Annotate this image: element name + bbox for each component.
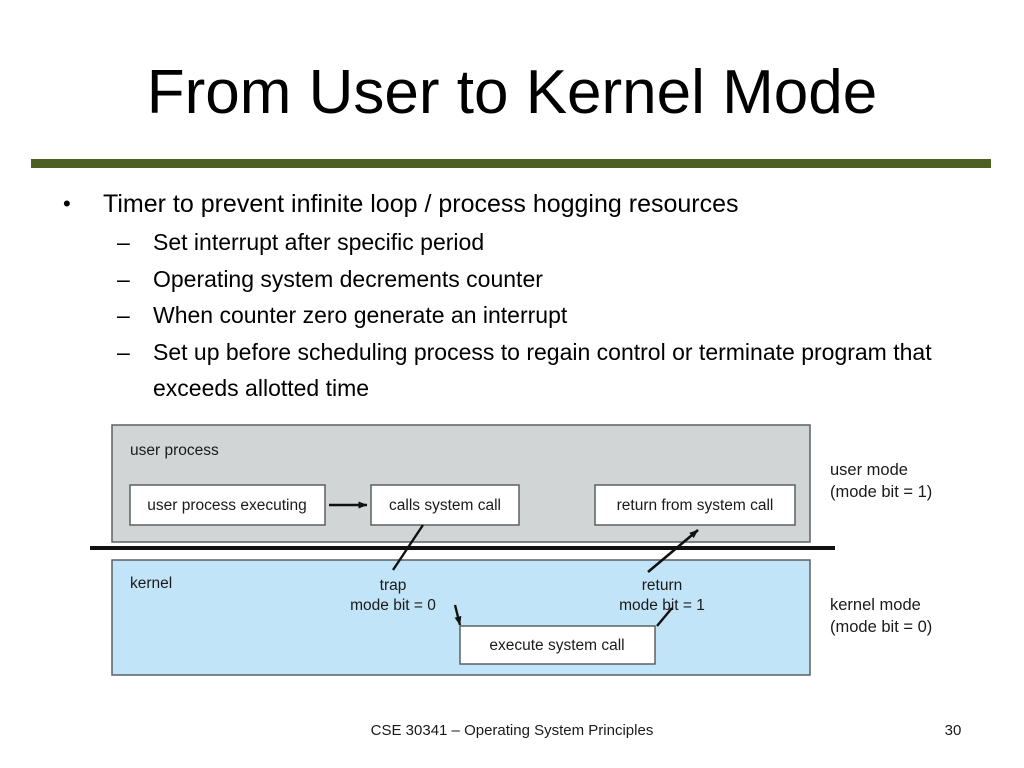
bullet-level2-item: – Set interrupt after specific period (55, 224, 1000, 261)
kernel-band-label: kernel (130, 575, 172, 592)
arrow-trap-to-execute (453, 604, 462, 626)
bullet-level1: • Timer to prevent infinite loop / proce… (55, 186, 1000, 222)
box-calls-system-call (370, 484, 520, 526)
bullet-marker-dash: – (117, 229, 130, 255)
bullet-level2-item: – Set up before scheduling process to re… (55, 334, 1000, 407)
bullet-level1-text: Timer to prevent infinite loop / process… (103, 190, 739, 218)
bullet-marker-dot: • (63, 191, 71, 216)
arrow-return-to-user (647, 529, 699, 573)
footer-page-number: 30 (944, 722, 962, 739)
user-kernel-mode-diagram: user process user process executing call… (90, 420, 970, 685)
box-calls-system-call-label: calls system call (389, 497, 501, 514)
kernel-mode-side-label-line2: (mode bit = 0) (830, 618, 932, 636)
box-return-from-system-call (594, 484, 796, 526)
footer-course-label: CSE 30341 – Operating System Principles (370, 722, 654, 739)
box-user-process-executing-label: user process executing (147, 497, 306, 514)
return-annotation-line2: mode bit = 1 (619, 597, 705, 614)
user-mode-side-label-line1: user mode (830, 461, 908, 479)
bullet-marker-dash: – (117, 265, 130, 292)
bullet-level2-text: Set up before scheduling process to rega… (153, 338, 932, 402)
bullet-marker-dash: – (117, 338, 130, 365)
box-user-process-executing (129, 484, 326, 526)
user-mode-side-label-line2: (mode bit = 1) (830, 483, 932, 501)
bullet-marker-dash: – (117, 302, 130, 328)
return-annotation-line1: return (642, 577, 683, 594)
bullet-level2-item: – Operating system decrements counter (55, 261, 1000, 298)
box-execute-system-call-label: execute system call (489, 637, 624, 654)
bullet-level2-text: Set interrupt after specific period (153, 229, 485, 255)
box-execute-system-call (459, 625, 656, 665)
trap-transition-line (392, 524, 424, 571)
user-process-band-label: user process (130, 442, 219, 459)
trap-annotation-line2: mode bit = 0 (350, 597, 436, 614)
page-title: From User to Kernel Mode (146, 58, 878, 127)
return-transition-line (656, 607, 673, 627)
trap-annotation-line1: trap (380, 577, 407, 594)
kernel-mode-side-label-line1: kernel mode (830, 596, 921, 614)
bullet-level2-item: – When counter zero generate an interrup… (55, 297, 1000, 334)
title-divider-rule (31, 159, 991, 168)
bullet-level2-text: Operating system decrements counter (153, 265, 543, 292)
bullet-level2-text: When counter zero generate an interrupt (153, 302, 568, 328)
box-return-from-system-call-label: return from system call (617, 497, 774, 514)
bullet-list: • Timer to prevent infinite loop / proce… (55, 186, 1000, 407)
